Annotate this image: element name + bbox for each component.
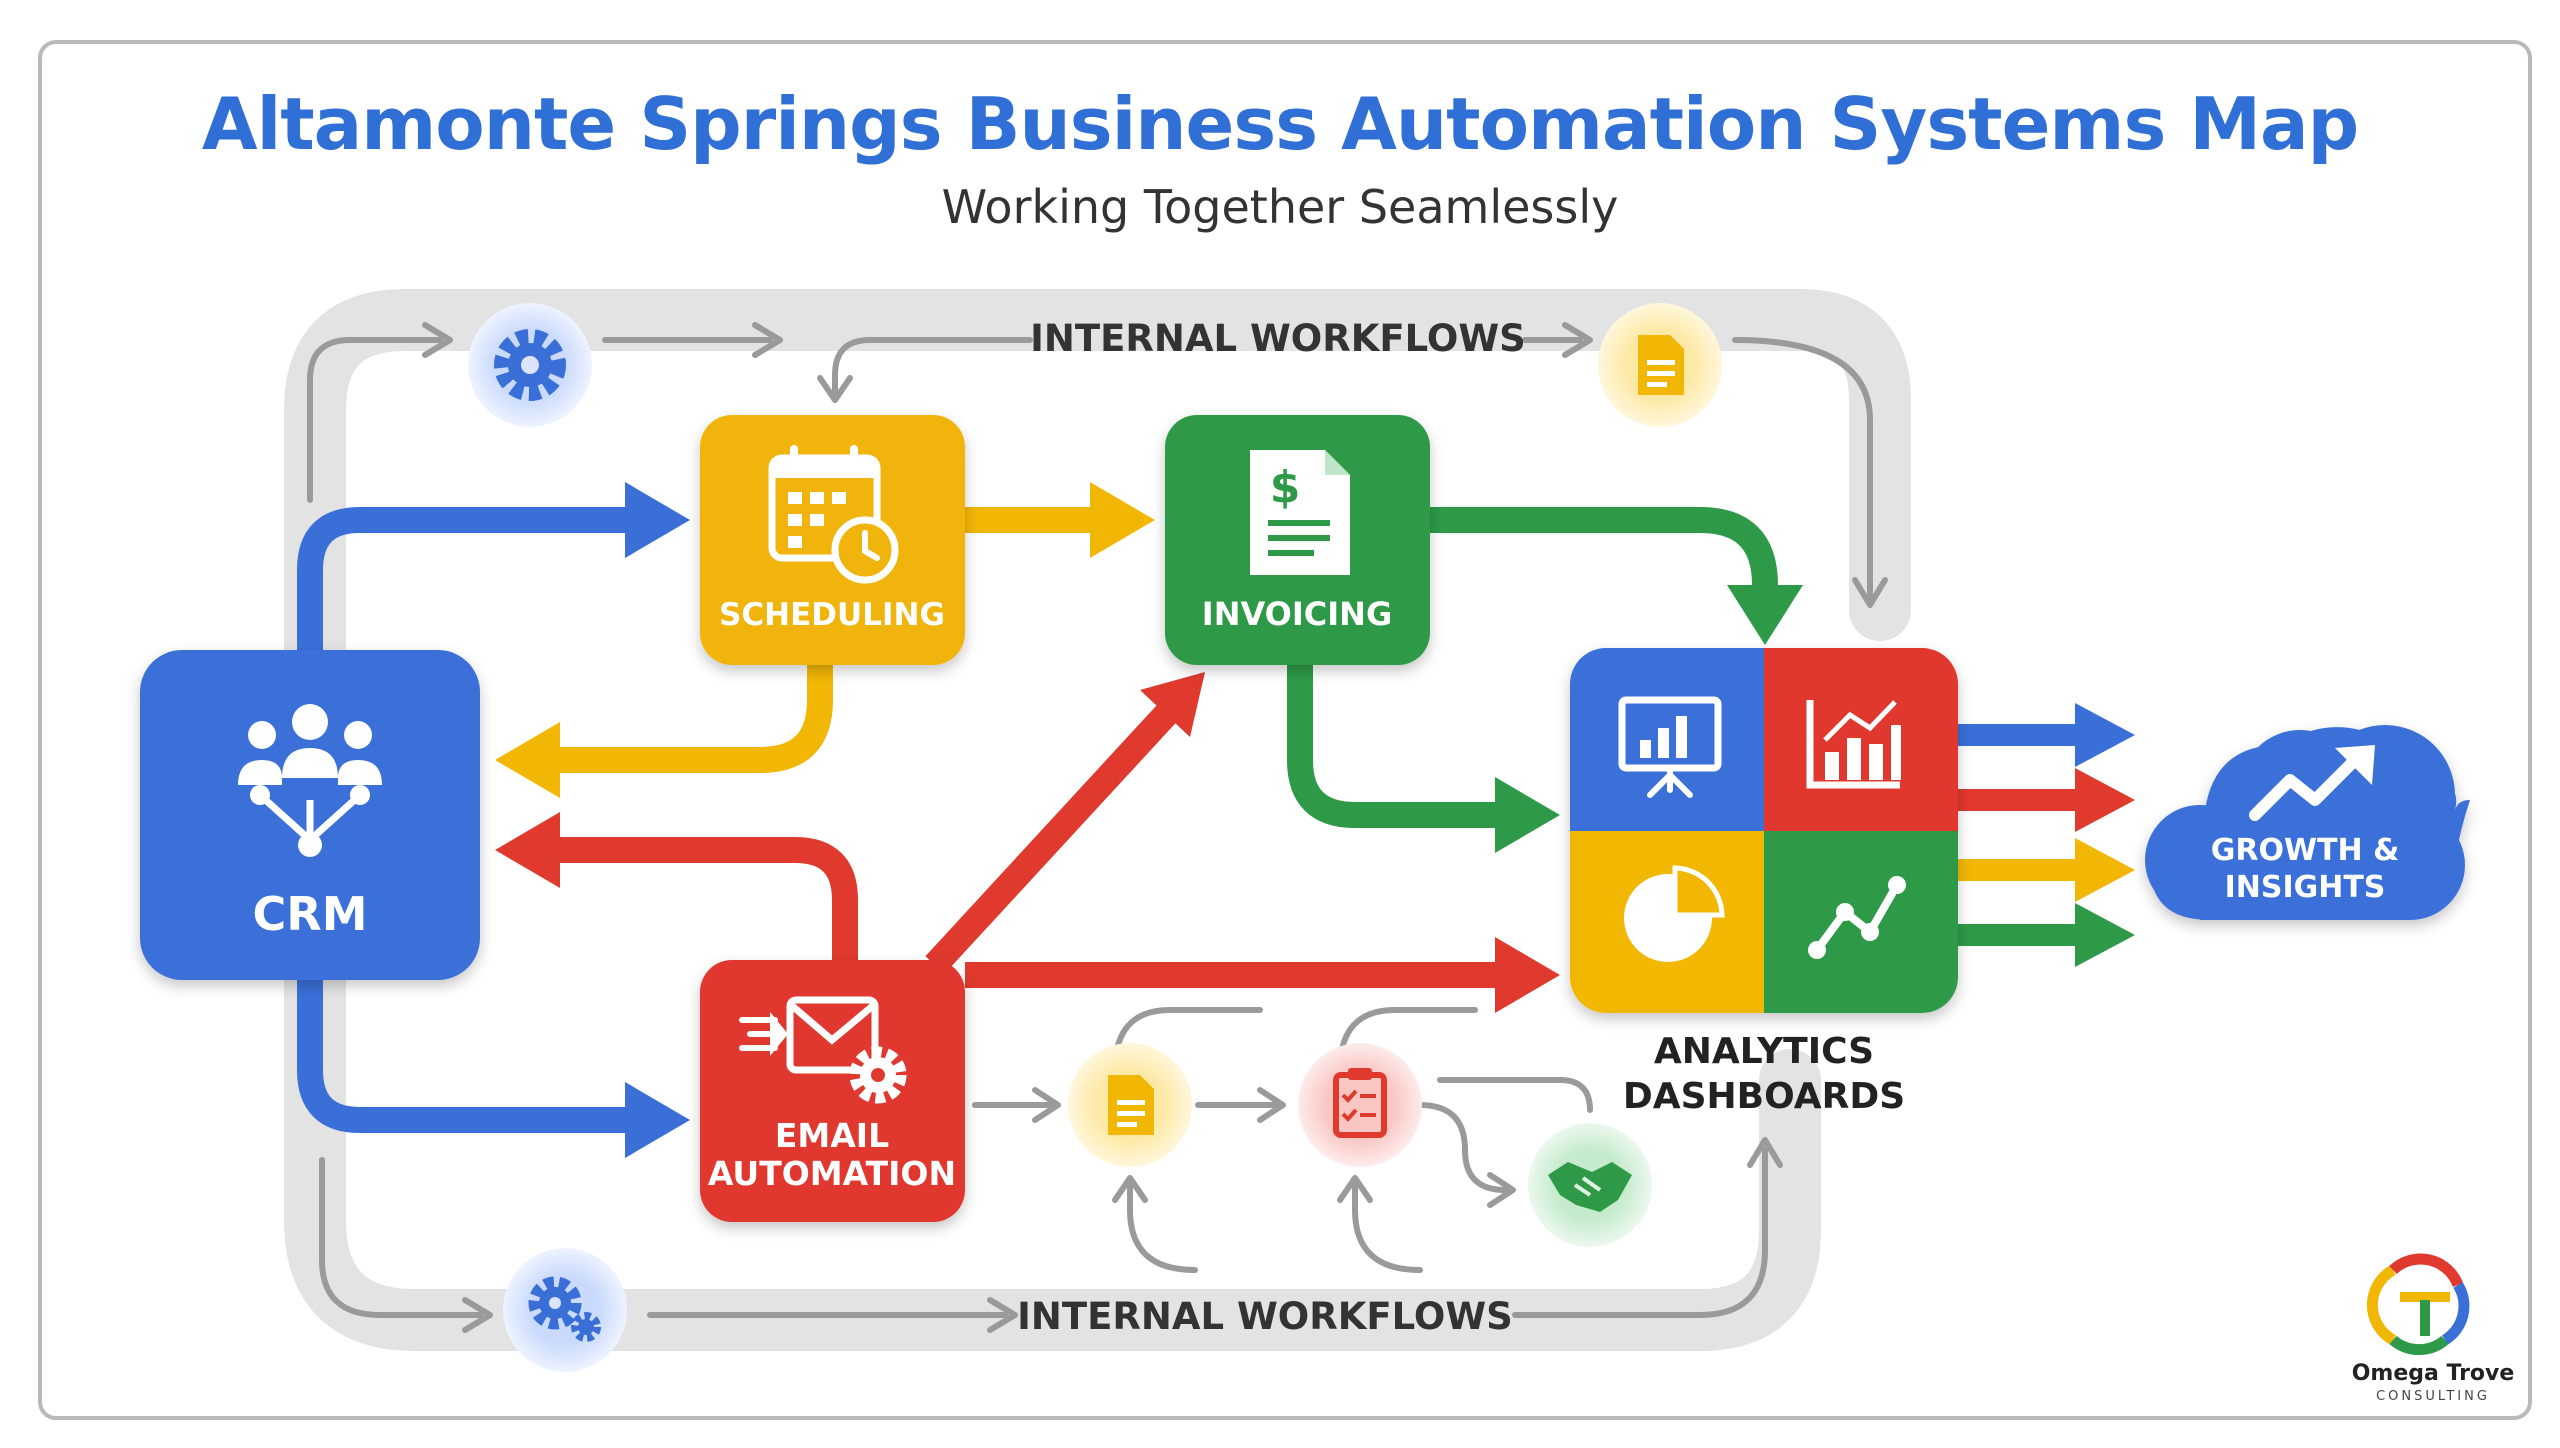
crm-label: CRM [253, 887, 368, 941]
trend-arrow-icon [2249, 745, 2375, 821]
pie-chart-icon [1624, 865, 1725, 962]
omega-trove-logo: Omega Trove CONSULTING [2352, 1253, 2515, 1404]
page-subtitle: Working Together Seamlessly [941, 180, 1619, 234]
clipboard-checklist-icon [1298, 1043, 1422, 1167]
document-icon [1068, 1043, 1192, 1167]
document-icon [1598, 303, 1722, 427]
logo-tagline: CONSULTING [2376, 1389, 2490, 1404]
email-label-line1: EMAIL [775, 1116, 889, 1155]
invoice-dollar-icon: $ [1250, 450, 1350, 575]
top-workflow-arrows [307, 322, 1888, 608]
people-network-icon [238, 704, 382, 857]
email-label-line2: AUTOMATION [708, 1154, 956, 1193]
analytics-label-line2: DASHBOARDS [1623, 1076, 1905, 1117]
svg-text:$: $ [1270, 462, 1301, 513]
scheduling-node[interactable] [700, 415, 965, 665]
invoicing-label: INVOICING [1202, 595, 1392, 633]
email-gear-icon [739, 996, 907, 1104]
handshake-icon [1528, 1123, 1652, 1247]
bottom-workflow-label: INTERNAL WORKFLOWS [1017, 1295, 1513, 1338]
presentation-chart-icon [1618, 696, 1722, 798]
bottom-workflow-arrows [319, 1007, 1783, 1333]
gears-icon [503, 1248, 627, 1372]
bar-chart-icon [1806, 700, 1901, 789]
line-graph-icon [1808, 876, 1906, 959]
analytics-label-line1: ANALYTICS [1654, 1031, 1874, 1072]
page-title: Altamonte Springs Business Automation Sy… [201, 82, 2359, 166]
flow-arrows [297, 482, 2135, 1158]
logo-name: Omega Trove [2352, 1361, 2515, 1386]
growth-insights-cloud[interactable] [2145, 725, 2470, 920]
top-workflow-label: INTERNAL WORKFLOWS [1030, 317, 1526, 360]
gear-icon [468, 303, 592, 427]
email-automation-node[interactable] [700, 960, 965, 1222]
calendar-clock-icon [768, 445, 899, 584]
scheduling-label: SCHEDULING [719, 597, 945, 633]
analytics-dashboards-node[interactable] [1570, 648, 1958, 1013]
growth-label-line1: GROWTH & [2211, 833, 2400, 868]
growth-label-line2: INSIGHTS [2225, 870, 2386, 905]
